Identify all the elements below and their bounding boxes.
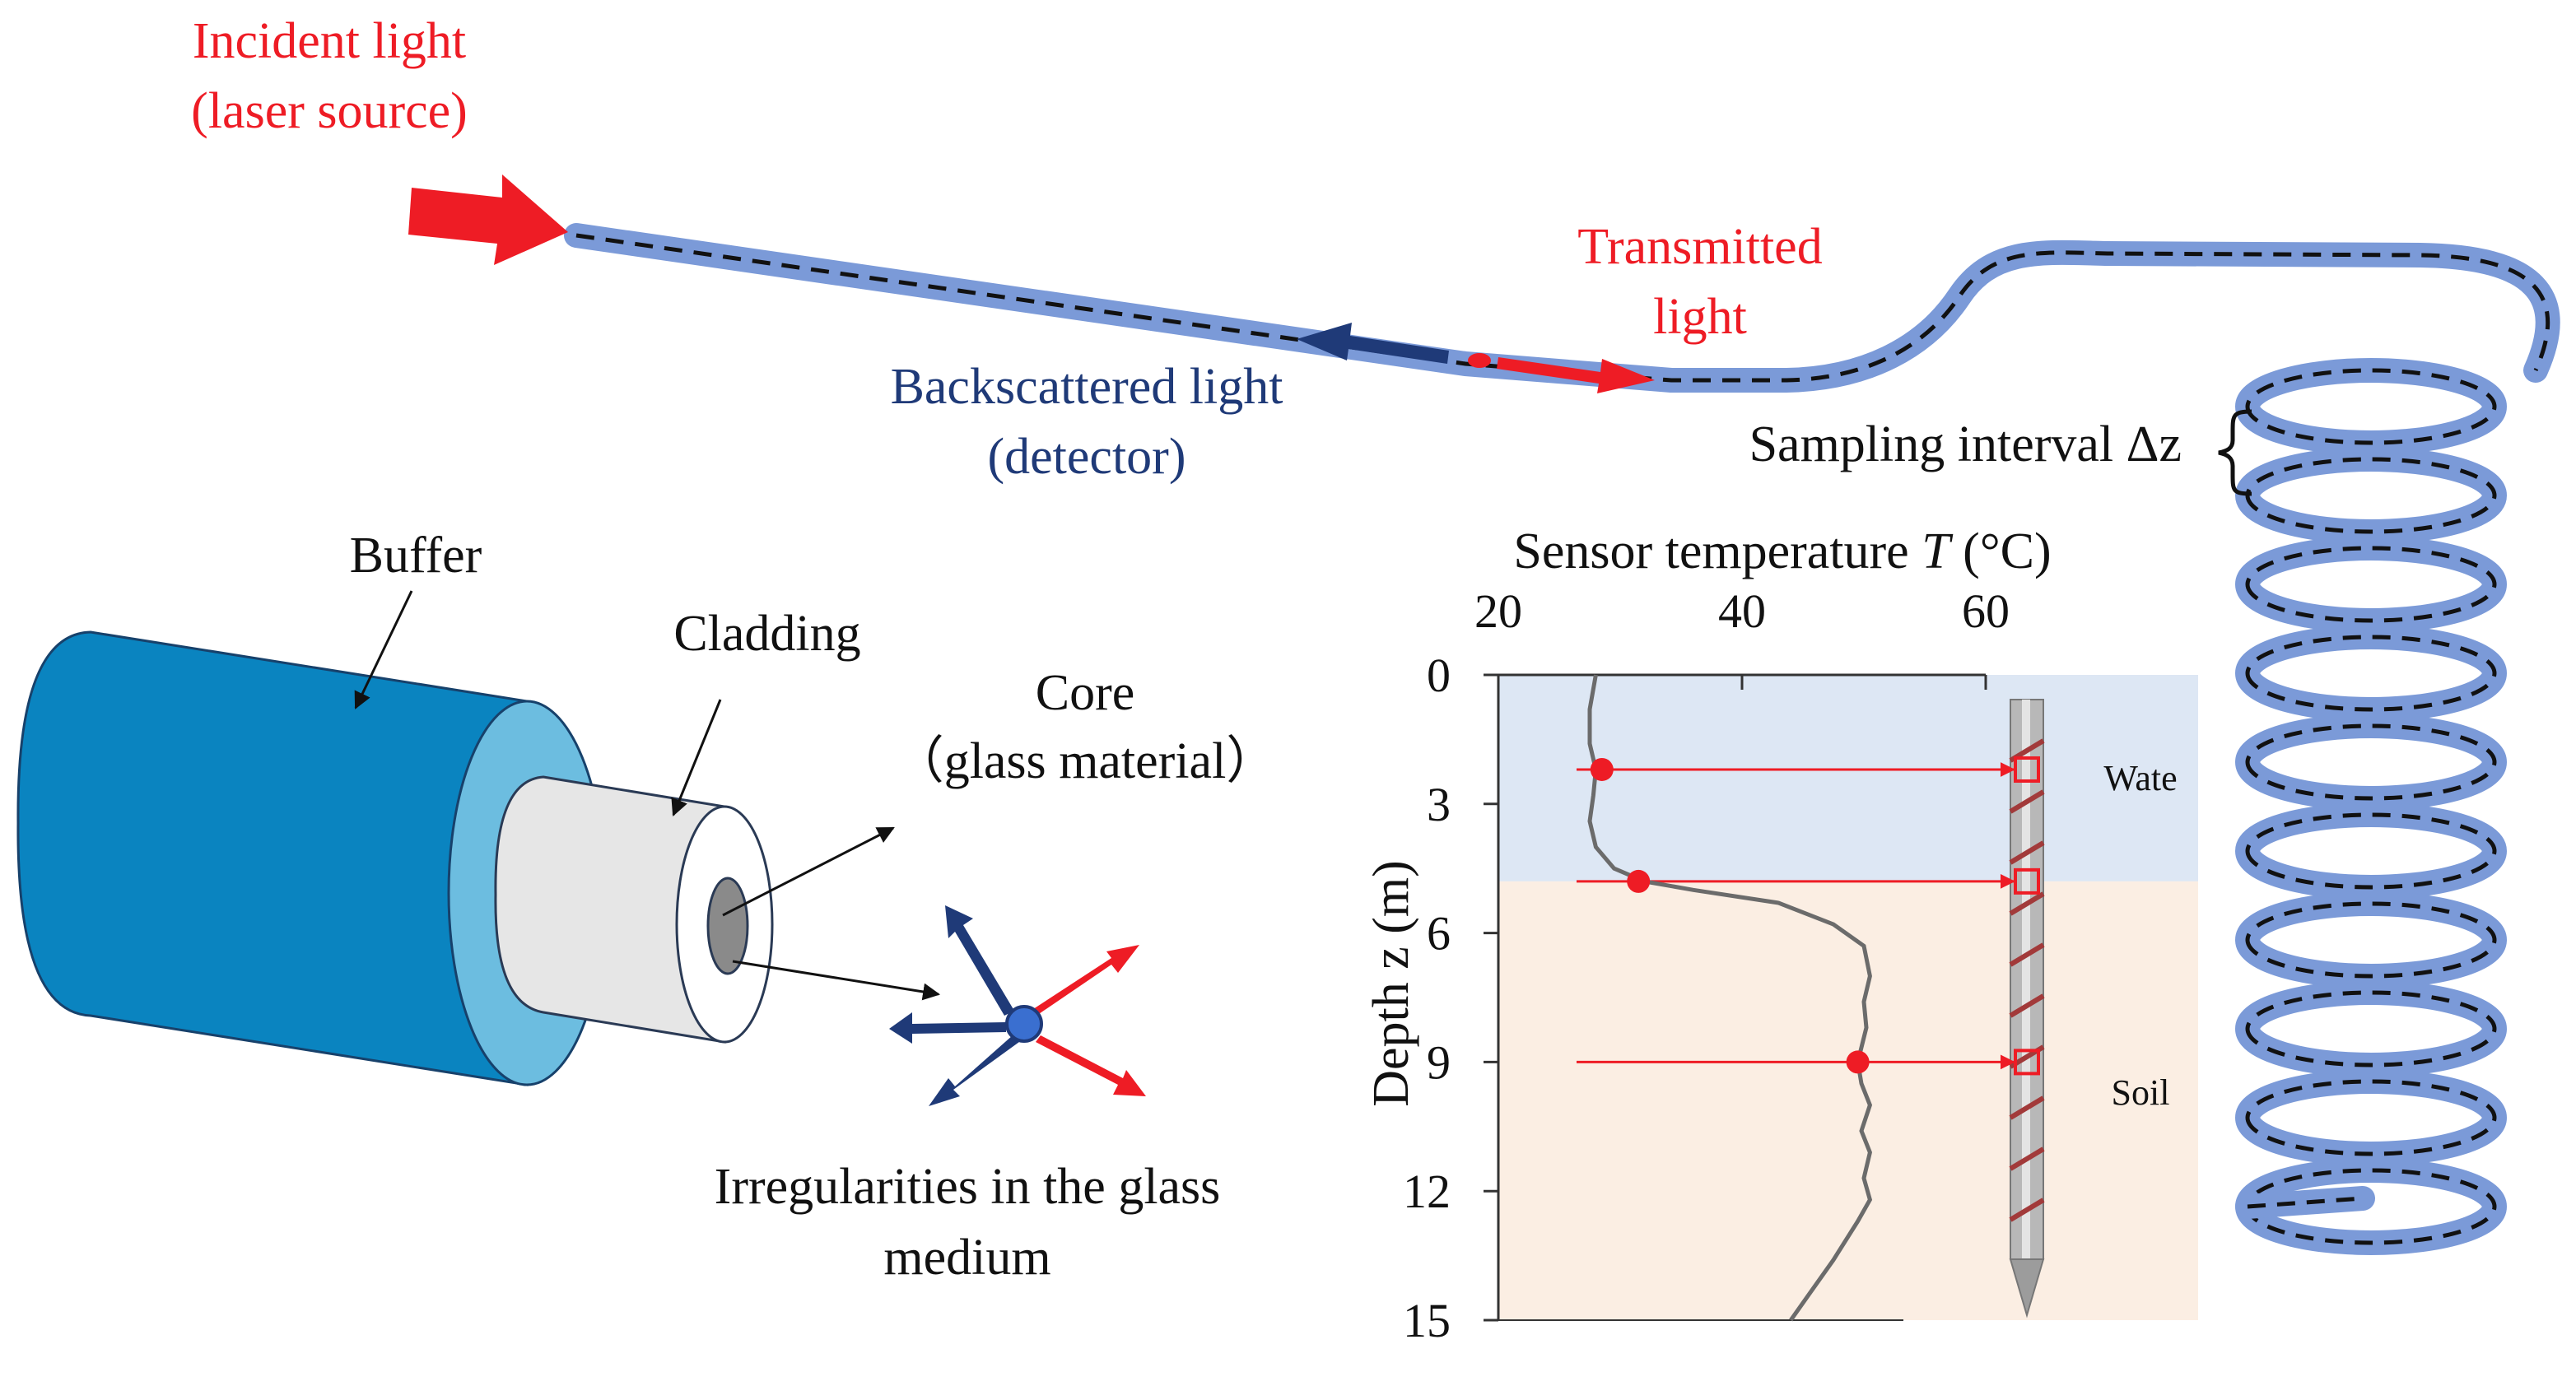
sample-point [1846,1050,1870,1074]
core-label-line2: （glass material） [893,733,1278,789]
backscattered-light-label-line2: (detector) [988,429,1186,485]
irregularities-label-line2: medium [883,1230,1050,1286]
zone-label-wate: Wate [2103,758,2177,798]
transmitted-light-label-line1: Transmitted [1577,219,1822,275]
coil-loop-core [2245,368,2497,445]
y-tick-label: 3 [1427,778,1451,831]
x-tick-label: 40 [1718,584,1766,638]
y-tick-label: 9 [1427,1035,1451,1089]
cladding-label: Cladding [673,606,860,662]
irregularities-label-line1: Irregularities in the glass [715,1159,1221,1215]
sensor-marker [2014,867,2040,895]
scatter-arrow-up-left [945,905,1014,1016]
coil-loop-core [2245,990,2497,1067]
fiber-coil [2235,358,2507,1255]
coil-end-core [2247,1196,2364,1209]
fiber-cable-cross-section [16,630,774,1086]
pile-coil-wrap [2009,789,2045,814]
coil-loop-core [2245,546,2497,623]
y-tick-label: 0 [1427,649,1451,702]
scatter-point [1468,353,1491,368]
coil-loop-core [2245,812,2497,890]
pile-highlight [2022,700,2030,1259]
core-label-line1: Core [1036,665,1135,721]
sampling-interval-label: Sampling interval Δz [1749,416,2182,472]
coil-loop-core [2245,1079,2497,1156]
sensor-marker [2014,1049,2040,1076]
pile-coil-wrap [2009,942,2045,967]
y-tick-label: 15 [1403,1294,1451,1347]
x-tick-label: 60 [1962,584,2010,638]
optical-fiber [564,223,2560,393]
scatter-arrow-down-left [929,1035,1019,1106]
pile-tip [2009,1258,2045,1319]
zone-wate [1498,675,2198,881]
coil-loop-core [2245,1168,2497,1245]
pile-coil-wrap [2009,993,2045,1018]
temperature-profile-line [1587,674,1873,1322]
zone-label-soil: Soil [2112,1072,2170,1113]
sample-point [1627,869,1651,893]
scattering-illustration [889,905,1146,1106]
backscattered-light-label-line1: Backscattered light [891,359,1283,415]
scattering-particle [1005,1005,1043,1043]
core-to-scatter-pointer [732,960,941,1001]
incident-light-label-line2: (laser source) [191,83,468,139]
x-tick-label: 20 [1474,584,1522,638]
y-tick-label: 12 [1403,1165,1451,1218]
buffer-pointer [354,590,413,709]
fiber-core [706,877,749,975]
incident-light-arrow [408,174,568,265]
temperature-depth-chart: Sensor temperature T (°C) Depth z (m) Wa… [1363,523,2198,1347]
scatter-arrow-left [889,1012,1006,1044]
scatter-arrow-down-right [1036,1035,1146,1096]
coil-loop-core [2245,901,2497,979]
pile-coil-wrap [2009,1198,2045,1222]
sample-point [1590,757,1614,781]
buffer-label: Buffer [350,528,482,584]
y-axis-title: Depth z (m) [1363,860,1419,1107]
transmitted-light-arrow [1497,357,1655,393]
sensor-marker [2014,756,2040,783]
coil-loop-core [2245,723,2497,801]
buffer-layer [16,630,529,1086]
cladding-layer [494,775,726,1044]
pile-coil-wrap [2009,1146,2045,1171]
core-pointer [722,826,895,917]
x-axis-title: Sensor temperature T (°C) [1513,523,2051,579]
cladding-pointer [671,699,722,816]
backscattered-light-arrow [1297,323,1449,364]
pile-coil-wrap [2009,1095,2045,1120]
sampling-interval-brace [2218,409,2252,496]
transmitted-light-label-line2: light [1653,289,1747,345]
sensor-pile [2009,699,2045,1319]
scatter-arrow-up-right [1031,945,1139,1017]
coil-loop-core [2245,635,2497,712]
y-tick-label: 6 [1427,907,1451,960]
zone-soil [1498,881,2198,1320]
pile-coil-wrap [2009,840,2045,865]
coil-loop-core [2245,457,2497,534]
incident-light-label-line1: Incident light [193,13,466,69]
pile-coil-wrap [2009,891,2045,916]
